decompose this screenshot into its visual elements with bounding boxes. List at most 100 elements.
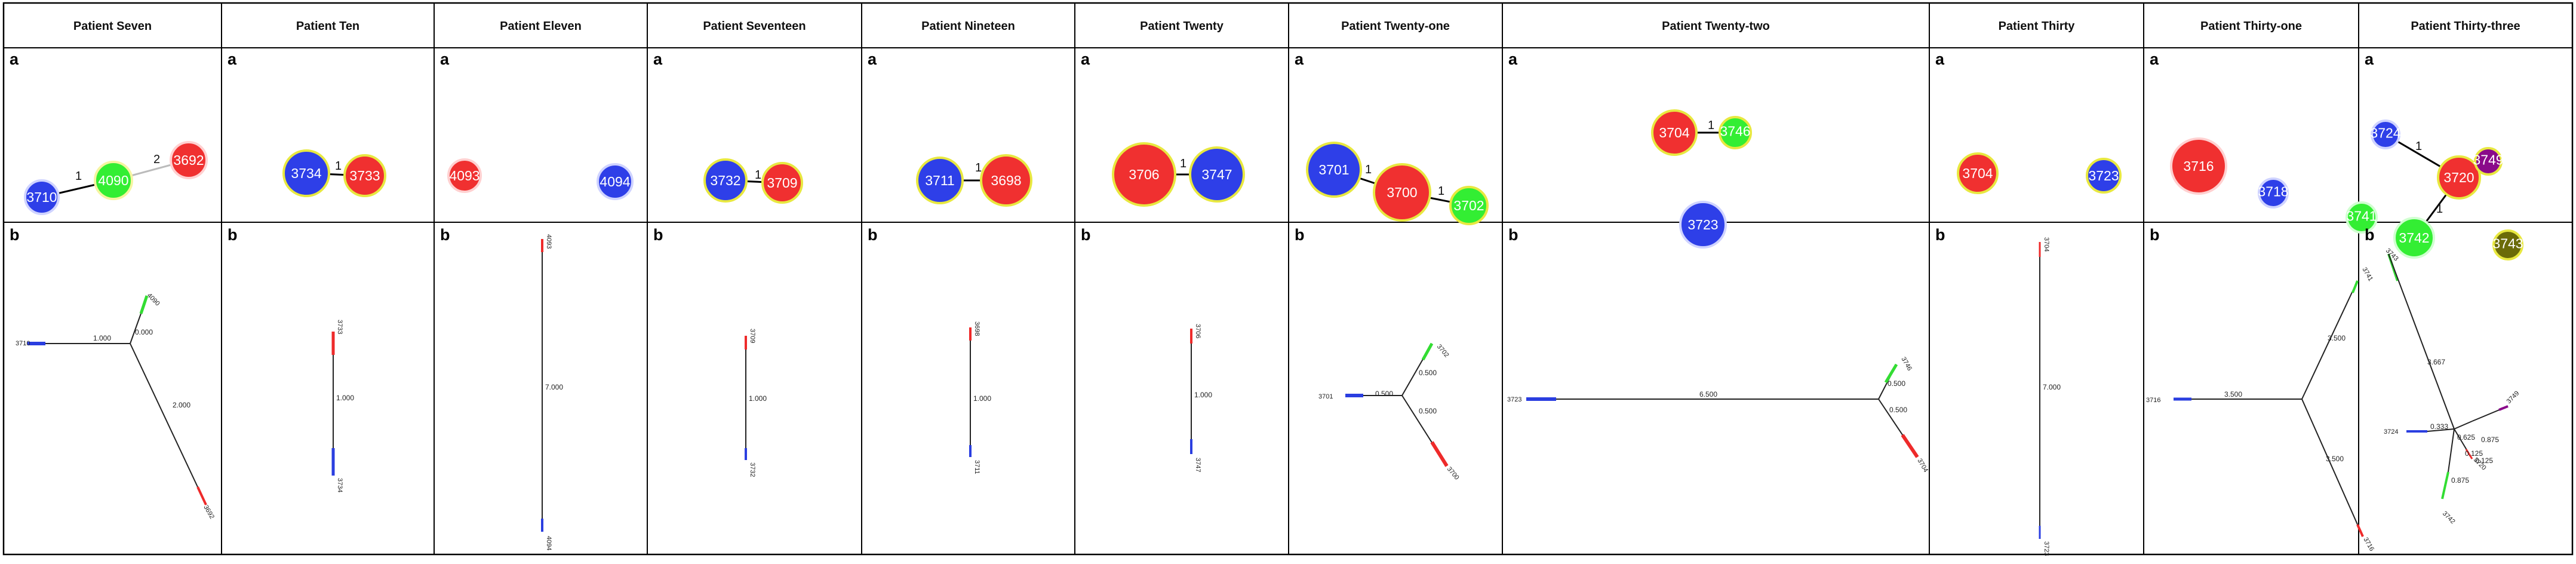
branch-length-label: 1.000 xyxy=(93,334,111,342)
tree-tip-bar xyxy=(1430,441,1449,467)
tree-tip-label: 3742 xyxy=(2441,510,2457,526)
node-id-label: 3711 xyxy=(925,173,954,188)
network-node xyxy=(94,161,133,200)
tree-branch xyxy=(2454,421,2473,430)
tree-tip-label: 3700 xyxy=(1446,465,1461,481)
subpanel-label-a: a xyxy=(440,50,450,68)
subpanel-label-b: b xyxy=(1295,226,1305,244)
tree-tip-label: 3724 xyxy=(2384,428,2398,436)
panel-title: Patient Seven xyxy=(73,20,152,33)
transmission-network: 11137243720374937423743 xyxy=(2370,119,2523,260)
panel-title: Patient Ten xyxy=(296,20,359,33)
node-id-label: 3718 xyxy=(2258,183,2288,199)
subpanel-label-b: b xyxy=(10,226,20,244)
tree-branch xyxy=(130,343,198,488)
tree-tip-label: 3734 xyxy=(336,478,343,492)
tree-tip-label: 3704 xyxy=(1916,458,1929,474)
node-id-label: 3724 xyxy=(2370,125,2400,140)
node-id-label: 3706 xyxy=(1129,167,1159,182)
tree-tip-label: 3732 xyxy=(749,462,756,477)
tree-tip-label: 3704 xyxy=(2043,237,2050,252)
node-id-label: 3733 xyxy=(349,168,380,183)
tree-branch xyxy=(2301,399,2363,537)
network-node xyxy=(2346,201,2378,234)
branch-length-label: 1.000 xyxy=(336,394,354,402)
edge-label: 1 xyxy=(75,170,82,183)
branch-length-label: 0.500 xyxy=(1375,390,1393,398)
panel-title: Patient Nineteen xyxy=(921,20,1015,33)
network-node xyxy=(2170,137,2227,195)
branch-length-label: 3.500 xyxy=(2224,390,2242,399)
branch-length-label: 7.000 xyxy=(545,383,563,391)
network-node xyxy=(1373,163,1431,222)
patient-panel: Patient Thirty-threea1113724372037493742… xyxy=(2365,20,2523,525)
edge-label: 2 xyxy=(153,153,160,166)
subpanel-label-a: a xyxy=(228,50,237,68)
tree-tip-bar xyxy=(2465,449,2473,459)
subpanel-label-b: b xyxy=(228,226,238,244)
tree-tip-label: 3741 xyxy=(2360,266,2374,283)
tree-tip-bar xyxy=(2356,524,2364,537)
edge-label: 1 xyxy=(755,168,761,182)
subpanel-label-b: b xyxy=(1935,226,1945,244)
node-id-label: 3746 xyxy=(1720,123,1750,139)
network-node xyxy=(1449,186,1489,225)
network-node xyxy=(597,163,634,200)
panel-title: Patient Thirty-three xyxy=(2411,20,2520,33)
network-node xyxy=(2474,147,2503,176)
branch-length-label: 0.500 xyxy=(1419,369,1437,377)
network-node xyxy=(282,149,330,197)
node-id-label: 3732 xyxy=(710,173,740,188)
edge-label: 1 xyxy=(2415,140,2422,153)
branch-length-label: 2.000 xyxy=(173,401,190,409)
subpanel-label-b: b xyxy=(2150,226,2160,244)
branch-length-label: 0.000 xyxy=(135,328,153,336)
node-id-label: 3734 xyxy=(291,165,321,181)
tree-tip-label: 3698 xyxy=(973,321,980,336)
patient-panel: Patient Thirty-onea371637183741b37413716… xyxy=(2146,20,2378,553)
tree-branch xyxy=(2301,280,2358,400)
tree-tip-label: 4094 xyxy=(545,536,552,550)
node-id-label: 3720 xyxy=(2443,170,2474,185)
panel-title: Patient Thirty-one xyxy=(2200,20,2302,33)
branch-length-label: 0.500 xyxy=(1889,406,1907,414)
subpanel-label-a: a xyxy=(2365,50,2374,68)
tree-tip-label: 3716 xyxy=(2362,537,2375,553)
panel-title: Patient Seventeen xyxy=(703,20,806,33)
tree-branch xyxy=(130,313,142,344)
network-node xyxy=(1719,116,1752,149)
subpanel-label-b: b xyxy=(1508,226,1518,244)
network-node xyxy=(2437,155,2481,200)
subpanel-label-b: b xyxy=(440,226,450,244)
network-node xyxy=(2258,177,2289,209)
node-id-label: 4093 xyxy=(449,168,479,183)
network-node xyxy=(761,162,803,204)
branch-length-label: 7.000 xyxy=(2043,383,2061,391)
branch-length-label: 3.500 xyxy=(2326,455,2344,463)
tree-tip-label: 3723 xyxy=(1507,396,1521,403)
subpanel-label-b: b xyxy=(653,226,663,244)
subpanel-label-a: a xyxy=(10,50,19,68)
tree-tip-label: 3711 xyxy=(973,460,980,474)
subpanel-label-b: b xyxy=(2365,226,2375,244)
subpanel-label-a: a xyxy=(1081,50,1090,68)
node-id-label: 3742 xyxy=(2399,230,2429,246)
tree-tip-label: 3709 xyxy=(749,329,756,343)
tree-tip-bar xyxy=(2351,280,2359,293)
tree-tip-bar xyxy=(2498,405,2509,411)
network-node xyxy=(2371,119,2400,149)
network-node xyxy=(343,154,386,197)
